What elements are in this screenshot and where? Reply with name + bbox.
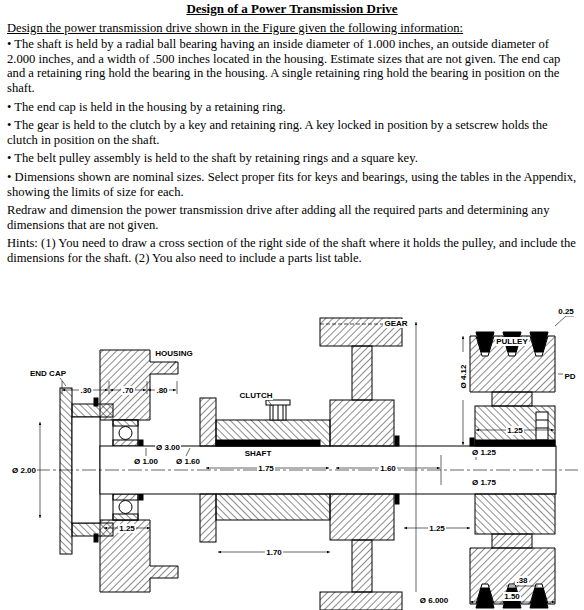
dimension: Ø 2.00 bbox=[11, 466, 37, 475]
dimension: .38 bbox=[515, 576, 528, 585]
instruction-text: • The shaft is held by a radial ball bea… bbox=[7, 37, 577, 95]
belt-pulley bbox=[470, 332, 555, 608]
part-name: GEAR bbox=[383, 319, 408, 328]
dimension: PD bbox=[563, 372, 576, 381]
instruction-text: • The belt pulley assembly is held to th… bbox=[7, 151, 577, 166]
instruction-text: Redraw and dimension the power transmiss… bbox=[7, 203, 577, 232]
dimension: Ø 6.000 bbox=[419, 596, 449, 605]
part-name: END CAP bbox=[29, 369, 67, 378]
part-name: HOUSING bbox=[154, 349, 193, 358]
dimension: 1.25 bbox=[506, 426, 524, 435]
dimension: 1.25 bbox=[428, 524, 446, 533]
dimension: 0.25 bbox=[557, 307, 575, 316]
dimension-lines bbox=[40, 316, 574, 602]
dimension: .30 bbox=[79, 386, 92, 395]
clutch bbox=[200, 398, 330, 542]
instruction-text: Hints: (1) You need to draw a cross sect… bbox=[7, 236, 577, 265]
dimension: Ø 1.75 bbox=[471, 478, 497, 487]
dimension: Ø 4.12 bbox=[458, 363, 467, 389]
dimension: 1.70 bbox=[265, 548, 283, 557]
instruction-text: • The gear is held to the clutch by a ke… bbox=[7, 118, 577, 147]
dimension: 1.25 bbox=[118, 524, 136, 533]
center-line bbox=[36, 470, 578, 471]
dimension: 1.75 bbox=[257, 464, 275, 473]
dimension: 1.50 bbox=[503, 592, 521, 601]
dimension: Ø 1.25 bbox=[471, 448, 497, 457]
dimension: 1.60 bbox=[379, 464, 397, 473]
part-name: CLUTCH bbox=[239, 391, 274, 400]
instruction-text: • Dimensions shown are nominal sizes. Se… bbox=[7, 170, 577, 199]
dimension: .80 bbox=[155, 386, 168, 395]
intro-line: Design the power transmission drive show… bbox=[7, 21, 577, 36]
part-name: SHAFT bbox=[244, 449, 273, 458]
dimension: Ø 1.00 bbox=[133, 457, 159, 466]
instruction-text: • The end cap is held in the housing by … bbox=[7, 100, 577, 115]
gear bbox=[320, 318, 402, 610]
dimension: Ø 1.60 bbox=[175, 457, 201, 466]
problem-text: Design of a Power Transmission DriveDesi… bbox=[7, 2, 577, 270]
title: Design of a Power Transmission Drive bbox=[7, 2, 577, 17]
dimension: .70 bbox=[121, 386, 134, 395]
dimension: Ø 3.00 bbox=[155, 443, 181, 452]
part-name: PULLEY bbox=[495, 337, 529, 346]
